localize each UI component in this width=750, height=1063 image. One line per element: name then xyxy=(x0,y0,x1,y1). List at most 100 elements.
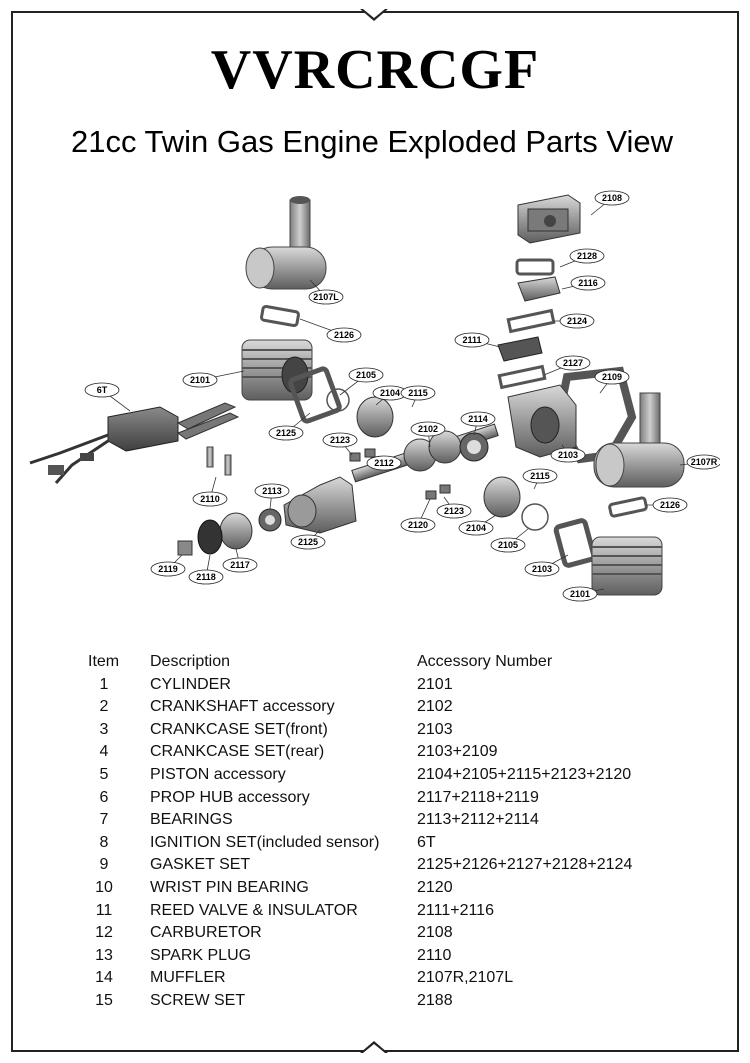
part-label: 2105 xyxy=(356,370,376,380)
part-label: 2127 xyxy=(563,358,583,368)
row-accessory-number: 2117+2118+2119 xyxy=(417,788,539,806)
part-label-bubble xyxy=(308,289,344,305)
row-accessory-number: 2110 xyxy=(417,946,452,964)
part-label-bubble xyxy=(322,432,358,448)
row-accessory-number: 2103 xyxy=(417,720,453,738)
row-description: CRANKCASE SET(front) xyxy=(150,720,328,738)
row-item-number: 11 xyxy=(95,901,113,919)
part-label: 2126 xyxy=(660,500,680,510)
part-label: 2101 xyxy=(190,375,210,385)
part-label-bubble xyxy=(522,468,558,484)
row-accessory-number: 2113+2112+2114 xyxy=(417,811,539,829)
ignition-module-part xyxy=(29,402,240,484)
row-accessory-number: 2104+2105+2115+2123+2120 xyxy=(417,765,632,783)
row-item-number: 6 xyxy=(99,788,109,806)
row-description: BEARINGS xyxy=(150,811,233,829)
part-label-bubble xyxy=(570,275,606,291)
row-item-number: 3 xyxy=(99,720,109,738)
muffler-right-part xyxy=(593,392,685,488)
cylinder-left-part xyxy=(241,339,313,401)
row-accessory-number: 2101 xyxy=(417,675,453,693)
row-item-number: 2 xyxy=(99,698,109,716)
row-accessory-number: 6T xyxy=(417,833,436,851)
part-label-bubble xyxy=(524,561,560,577)
part-label-bubble xyxy=(192,491,228,507)
row-accessory-number: 2107R,2107L xyxy=(417,969,514,987)
row-accessory-number: 2108 xyxy=(417,924,453,942)
part-label-bubble xyxy=(555,355,591,371)
part-label-bubble xyxy=(460,411,496,427)
part-label: 2117 xyxy=(230,560,250,570)
row-item-number: 10 xyxy=(95,878,113,896)
part-label: 2115 xyxy=(530,471,550,481)
row-accessory-number: 2188 xyxy=(417,991,453,1009)
part-label-bubble xyxy=(458,520,494,536)
row-item-number: 13 xyxy=(95,946,113,964)
part-label: 2111 xyxy=(462,335,481,345)
part-label: 2125 xyxy=(298,537,318,547)
part-label: 2115 xyxy=(408,388,428,398)
part-label: 2123 xyxy=(444,506,464,516)
part-label-bubble xyxy=(188,569,224,585)
part-label-bubble xyxy=(436,503,472,519)
row-description: SPARK PLUG xyxy=(150,946,252,964)
row-accessory-number: 2103+2109 xyxy=(417,743,498,761)
part-label: 2103 xyxy=(532,564,552,574)
part-label: 6T xyxy=(97,385,108,395)
part-label-bubble xyxy=(326,327,362,343)
header-accessory: Accessory Number xyxy=(417,653,553,670)
row-item-number: 15 xyxy=(95,991,113,1009)
row-description: PROP HUB accessory xyxy=(150,788,310,806)
part-label: 2103 xyxy=(558,450,578,460)
part-label-bubble xyxy=(550,447,586,463)
muffler-left-part xyxy=(245,196,327,290)
part-label-bubble xyxy=(569,248,605,264)
part-label: 2110 xyxy=(200,494,220,504)
row-description: IGNITION SET(included sensor) xyxy=(150,833,380,851)
part-label: 2102 xyxy=(418,424,438,434)
part-label: 2105 xyxy=(498,540,518,550)
row-item-number: 7 xyxy=(99,811,109,829)
row-item-number: 8 xyxy=(99,833,109,851)
row-description: CYLINDER xyxy=(150,675,231,693)
row-accessory-number: 2125+2126+2127+2128+2124 xyxy=(417,856,633,874)
part-label-bubble xyxy=(410,421,446,437)
part-label: 2114 xyxy=(468,414,488,424)
part-label-bubble xyxy=(562,586,598,602)
header-item: Item xyxy=(88,653,120,670)
part-label-bubble xyxy=(222,557,258,573)
part-label: 2109 xyxy=(602,372,622,382)
part-label: 2104 xyxy=(380,388,400,398)
part-label: 2120 xyxy=(408,520,428,530)
page-title: 21cc Twin Gas Engine Exploded Parts View xyxy=(71,124,673,159)
part-label-bubble xyxy=(268,425,304,441)
part-label: 2118 xyxy=(196,572,216,582)
part-label: 2107R xyxy=(691,457,718,467)
part-label-bubble xyxy=(366,455,402,471)
row-item-number: 9 xyxy=(99,856,109,874)
part-label-bubble xyxy=(290,534,326,550)
row-description: WRIST PIN BEARING xyxy=(150,878,309,896)
brand-title: VVRCRCGF xyxy=(210,39,540,101)
part-label-bubble xyxy=(594,190,630,206)
row-accessory-number: 2120 xyxy=(417,878,453,896)
part-label-bubble xyxy=(84,382,120,398)
carburetor-part xyxy=(517,194,581,244)
part-label: 2119 xyxy=(158,564,178,574)
row-accessory-number: 2111+2116 xyxy=(417,901,494,919)
part-label: 2101 xyxy=(570,589,590,599)
row-description: GASKET SET xyxy=(150,856,251,874)
row-item-number: 1 xyxy=(99,675,109,693)
part-label: 2124 xyxy=(567,316,587,326)
row-accessory-number: 2102 xyxy=(417,698,453,716)
part-label-bubble xyxy=(559,313,595,329)
part-label-bubble xyxy=(686,454,720,470)
row-description: SCREW SET xyxy=(150,991,246,1009)
row-item-number: 14 xyxy=(95,969,113,987)
row-description: CARBURETOR xyxy=(150,924,262,942)
part-label-bubble xyxy=(454,332,490,348)
part-label-bubble xyxy=(400,385,436,401)
cylinder-right-part xyxy=(591,536,663,596)
part-label: 2113 xyxy=(262,486,282,496)
